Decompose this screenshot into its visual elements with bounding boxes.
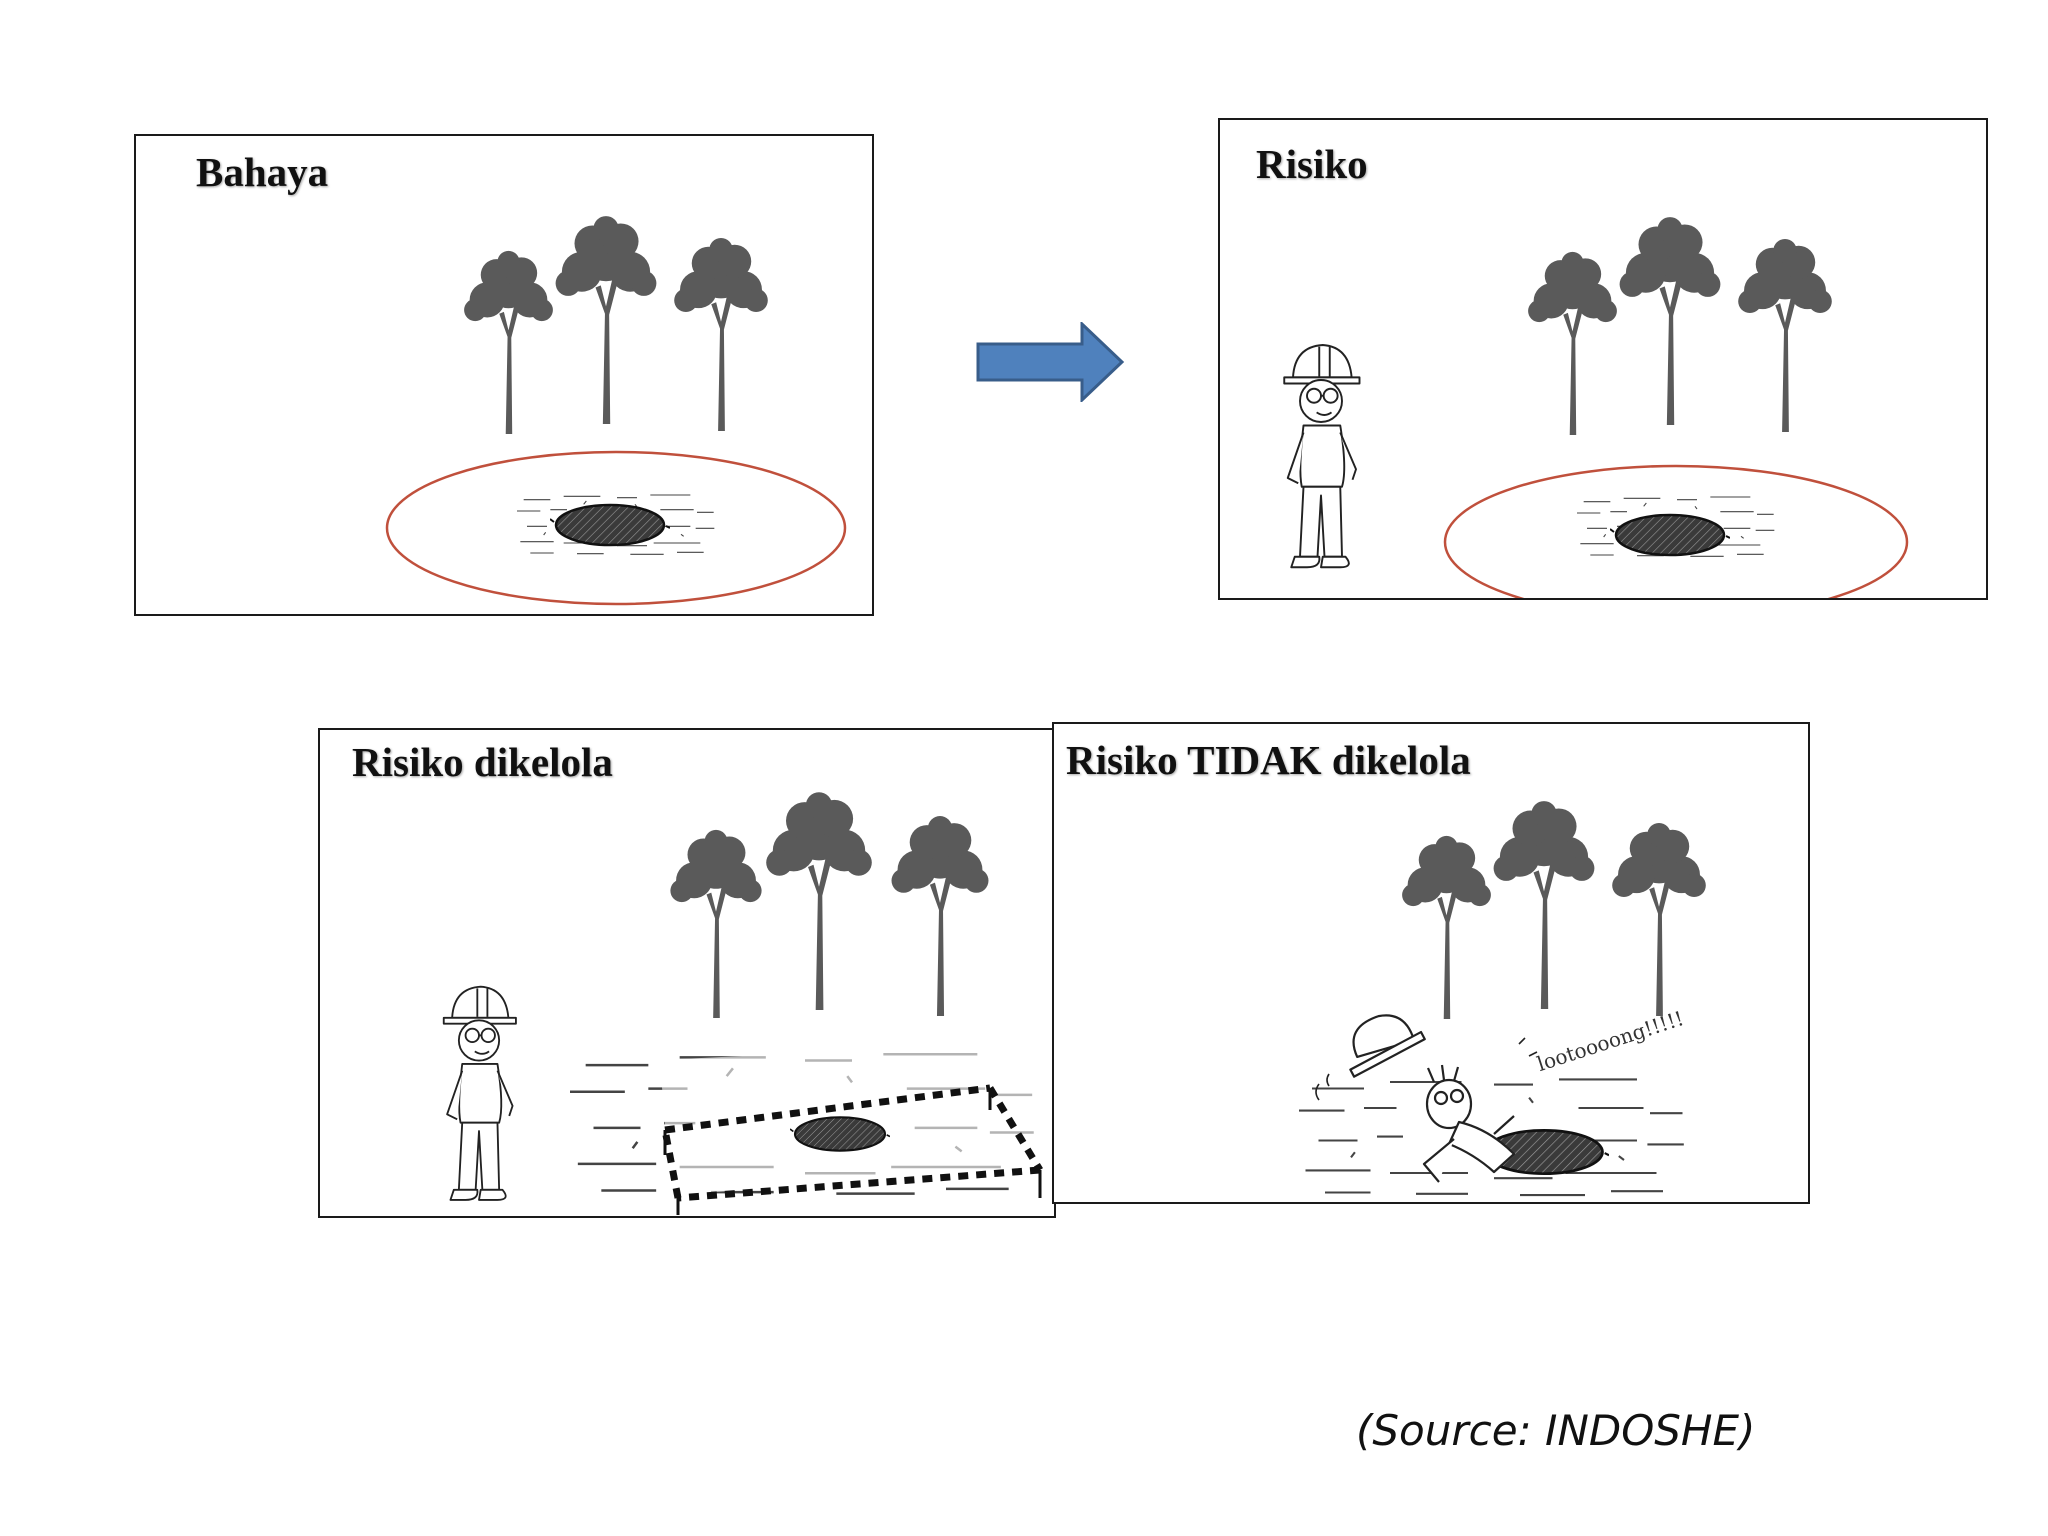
trees-illustration <box>660 790 1020 1020</box>
falling-worker-figure <box>1289 1004 1689 1202</box>
panel-risk: Risiko <box>1218 118 1988 600</box>
trees-illustration <box>1520 215 1860 435</box>
worker-figure <box>420 980 560 1216</box>
panel-risk-unmanaged: Risiko TIDAK dikelola <box>1052 722 1810 1204</box>
hazard-hole-area <box>1442 460 1912 598</box>
barricaded-hole <box>570 1020 1050 1216</box>
worker-figure <box>1260 338 1400 588</box>
panel-title-risk-unmanaged: Risiko TIDAK dikelola <box>1066 737 1471 783</box>
hazard-hole-area <box>382 448 852 614</box>
exclamation-text-wrapper: lootoooong!!!!! <box>1534 1006 1687 1076</box>
trees-illustration <box>456 214 796 434</box>
source-caption: (Source: INDOSHE) <box>1356 1406 1756 1455</box>
trees-illustration <box>1394 799 1734 1019</box>
panel-title-hazard: Bahaya <box>196 149 329 195</box>
panel-title-risk: Risiko <box>1256 141 1368 187</box>
panel-title-risk-managed: Risiko dikelola <box>352 739 613 785</box>
panel-risk-managed: Risiko dikelola <box>318 728 1056 1218</box>
arrow-right-icon <box>976 320 1126 406</box>
panel-hazard: Bahaya <box>134 134 874 616</box>
